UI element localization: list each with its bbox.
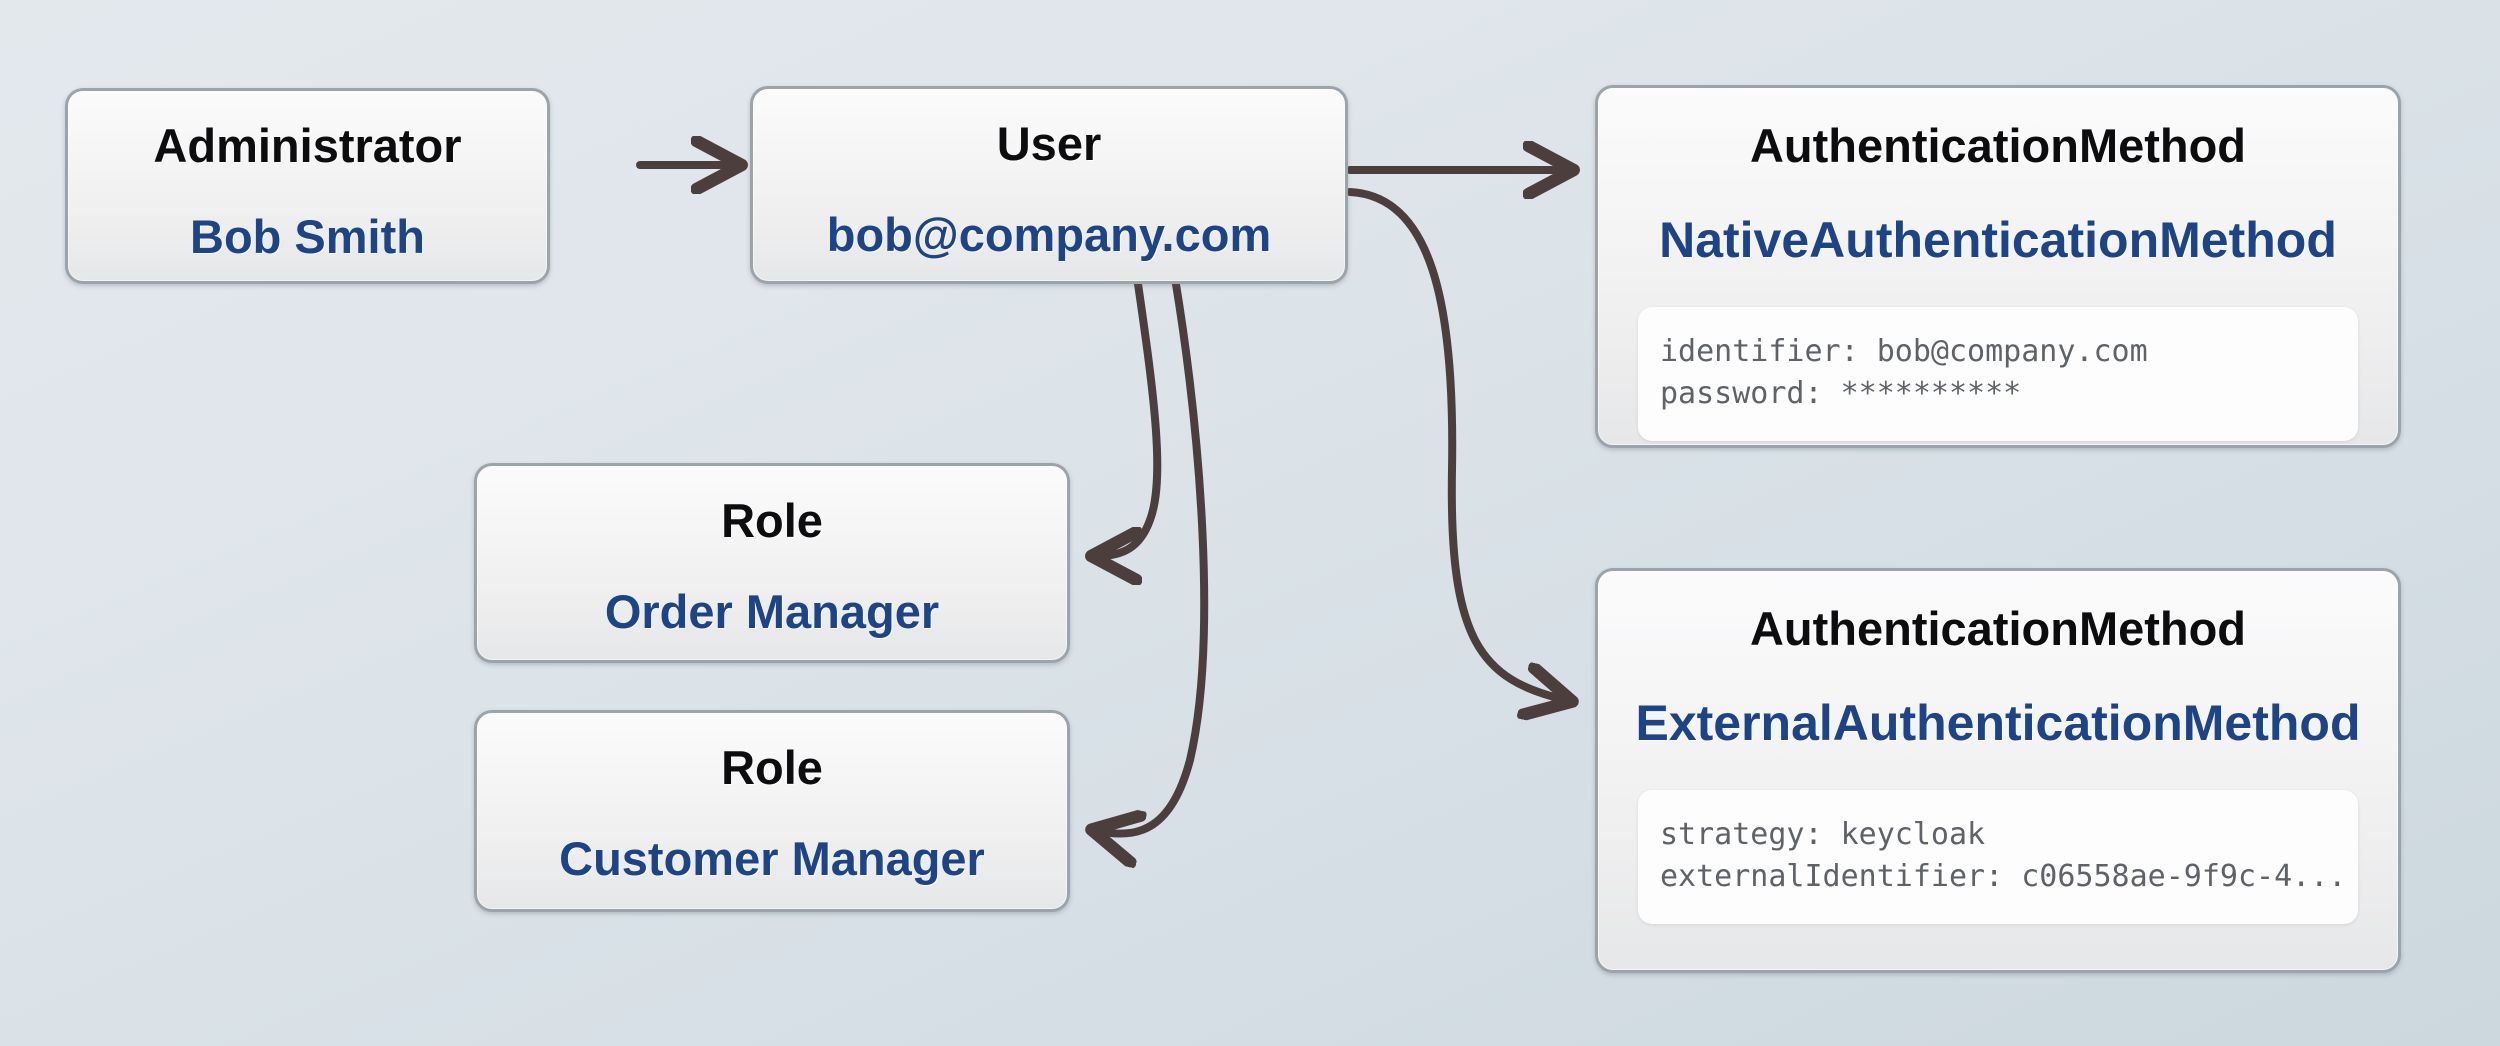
edge-user-to-role-order-manager [1098, 273, 1162, 556]
property-external-identifier: externalIdentifier: c06558ae-9f9c-4... [1660, 858, 2347, 894]
property-password: password: ********** [1660, 375, 2022, 411]
node-user-type: User [996, 117, 1102, 170]
edge-user-to-external-auth [1346, 188, 1566, 700]
node-role-order-manager[interactable]: Role Order Manager [474, 463, 1070, 663]
node-external-authentication-method-title: ExternalAuthenticationMethod [1635, 695, 2361, 752]
node-role-customer-manager[interactable]: Role Customer Manager [474, 710, 1070, 912]
node-native-authentication-method[interactable]: AuthenticationMethod NativeAuthenticatio… [1595, 85, 2401, 448]
node-role-customer-manager-type: Role [721, 741, 823, 794]
native-auth-properties-panel: identifier: bob@company.com password: **… [1638, 306, 2358, 441]
node-administrator-type: Administrator [153, 119, 462, 172]
node-administrator-title: Bob Smith [190, 210, 425, 264]
external-auth-properties-panel: strategy: keycloak externalIdentifier: c… [1638, 789, 2358, 924]
node-role-order-manager-title: Order Manager [604, 585, 940, 639]
property-identifier: identifier: bob@company.com [1660, 333, 2148, 369]
node-native-authentication-method-title: NativeAuthenticationMethod [1659, 212, 2337, 269]
node-role-customer-manager-title: Customer Manager [559, 832, 985, 886]
edge-user-to-role-customer-manager [1098, 274, 1209, 834]
node-role-order-manager-type: Role [721, 494, 823, 547]
property-strategy: strategy: keycloak [1660, 816, 1986, 852]
node-administrator[interactable]: Administrator Bob Smith [65, 88, 550, 284]
node-external-authentication-method[interactable]: AuthenticationMethod ExternalAuthenticat… [1595, 568, 2401, 973]
node-native-authentication-method-type: AuthenticationMethod [1749, 119, 2247, 172]
node-external-authentication-method-type: AuthenticationMethod [1749, 602, 2247, 655]
node-user[interactable]: User bob@company.com [750, 86, 1348, 284]
node-user-title: bob@company.com [826, 208, 1272, 262]
